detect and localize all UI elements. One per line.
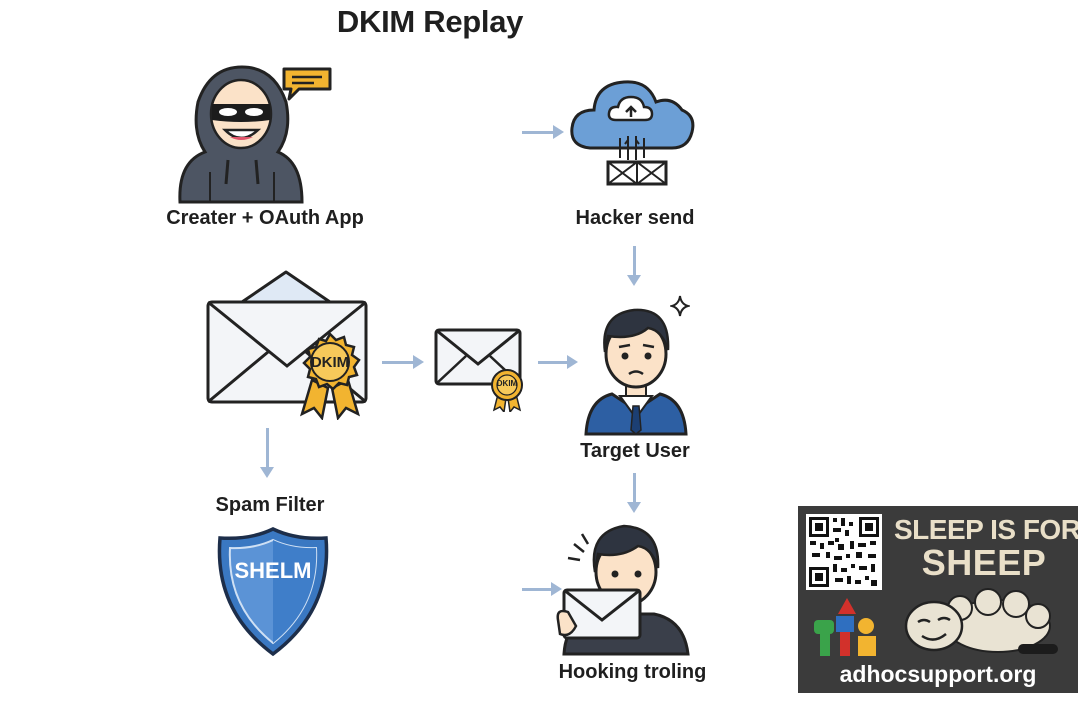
dkim-seal-icon [299,331,361,420]
ad-banner[interactable]: SLEEP IS FOR SHEEP adhocsupport.org [798,506,1078,693]
arrow-down [627,473,641,513]
target-user-label: Target User [580,440,690,462]
arrow-down [260,428,274,478]
shield-icon [217,527,329,657]
arrow-down [627,246,641,286]
dkim-badge-label: DKIM [310,354,350,371]
arrow-right [538,355,578,369]
shield-label: SHELM [234,558,312,583]
creator-label: Creater + OAuth App [166,207,364,229]
ad-title-line2: SHEEP [921,542,1047,583]
arrow-right [522,582,562,596]
sheep-icon [904,588,1058,654]
spam-filter-label: Spam Filter [215,494,325,516]
arrow-right [382,355,424,369]
dkim-badge-small-label: DKIM [496,379,518,388]
sparkle-icon [670,295,690,317]
dkim-seal-icon [491,369,523,412]
user-icon [556,524,690,656]
cloud-server-icon [570,80,695,186]
logo-icon [814,598,876,656]
user-icon [584,308,688,436]
hacker-icon [178,65,304,204]
qr-code-icon [806,514,882,590]
speech-bubble-icon [282,67,332,101]
ad-url[interactable]: adhocsupport.org [839,661,1037,687]
hacker-send-label: Hacker send [575,207,695,229]
hooking-label: Hooking troling [558,661,707,683]
ad-title-line1: SLEEP IS FOR [894,514,1078,545]
arrow-right [522,125,564,139]
page-title: DKIM Replay [336,4,524,39]
